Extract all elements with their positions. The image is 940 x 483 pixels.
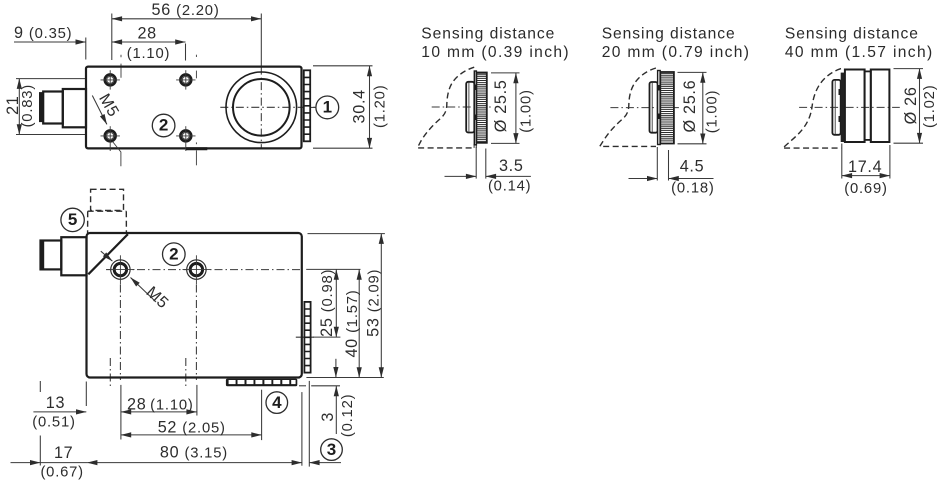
svg-text:Sensing distance: Sensing distance bbox=[785, 26, 919, 43]
svg-text:(0.67): (0.67) bbox=[40, 465, 83, 481]
svg-text:28 (1.10): 28 (1.10) bbox=[127, 395, 194, 413]
svg-text:17.4: 17.4 bbox=[848, 158, 882, 176]
svg-text:(1.02): (1.02) bbox=[922, 85, 938, 128]
svg-text:80 (3.15): 80 (3.15) bbox=[160, 444, 228, 462]
svg-text:(0.18): (0.18) bbox=[671, 181, 714, 197]
svg-text:1: 1 bbox=[323, 98, 332, 117]
svg-text:56 (2.20): 56 (2.20) bbox=[152, 1, 220, 19]
svg-text:(0.69): (0.69) bbox=[844, 181, 887, 197]
svg-text:Ø 26: Ø 26 bbox=[902, 86, 920, 124]
svg-text:21: 21 bbox=[4, 95, 22, 114]
svg-text:(1.10): (1.10) bbox=[127, 46, 170, 62]
svg-text:40 mm (1.57 inch): 40 mm (1.57 inch) bbox=[785, 44, 934, 61]
svg-text:5: 5 bbox=[68, 210, 77, 229]
svg-text:4: 4 bbox=[272, 393, 282, 412]
svg-text:(0.12): (0.12) bbox=[340, 394, 356, 437]
svg-text:53 (2.09): 53 (2.09) bbox=[365, 269, 383, 337]
svg-text:40 (1.57): 40 (1.57) bbox=[343, 289, 361, 357]
svg-text:2: 2 bbox=[169, 244, 178, 263]
svg-text:13: 13 bbox=[46, 394, 65, 412]
svg-text:17: 17 bbox=[54, 444, 73, 462]
svg-text:(0.14): (0.14) bbox=[488, 179, 531, 195]
svg-text:52 (2.05): 52 (2.05) bbox=[158, 419, 226, 437]
svg-text:Ø 25.5: Ø 25.5 bbox=[492, 80, 510, 133]
svg-text:20 mm (0.79 inch): 20 mm (0.79 inch) bbox=[602, 44, 751, 61]
svg-text:Sensing distance: Sensing distance bbox=[421, 26, 555, 43]
svg-text:28: 28 bbox=[137, 25, 156, 43]
svg-text:(0.83): (0.83) bbox=[20, 84, 36, 127]
svg-text:(1.00): (1.00) bbox=[519, 89, 535, 132]
svg-text:9 (0.35): 9 (0.35) bbox=[14, 24, 72, 42]
svg-text:3: 3 bbox=[327, 440, 336, 459]
svg-text:2: 2 bbox=[159, 116, 168, 135]
svg-text:Sensing distance: Sensing distance bbox=[602, 26, 736, 43]
svg-text:(0.51): (0.51) bbox=[32, 415, 75, 431]
svg-text:30.4: 30.4 bbox=[351, 89, 369, 123]
svg-text:3: 3 bbox=[319, 412, 337, 422]
svg-text:Ø 25.6: Ø 25.6 bbox=[681, 80, 699, 133]
svg-text:3.5: 3.5 bbox=[499, 157, 524, 175]
svg-text:4.5: 4.5 bbox=[680, 158, 705, 176]
svg-text:25 (0.98): 25 (0.98) bbox=[318, 269, 336, 337]
svg-text:10 mm (0.39 inch): 10 mm (0.39 inch) bbox=[421, 44, 570, 61]
svg-text:(1.00): (1.00) bbox=[705, 90, 721, 133]
svg-text:(1.20): (1.20) bbox=[373, 85, 389, 128]
